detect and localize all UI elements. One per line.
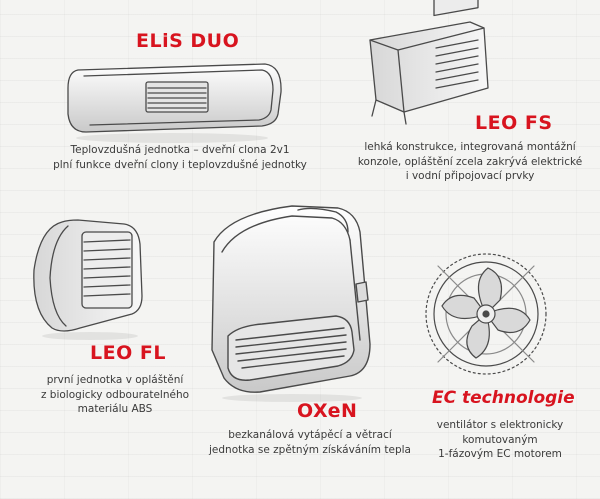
cube-heater-sketch-icon	[369, 0, 489, 125]
description-line: konzole, opláštění zcela zakrývá elektri…	[357, 155, 583, 168]
description-line: 1-fázovým EC motorem	[438, 448, 562, 460]
ec-fan-sketch-icon	[425, 253, 547, 375]
description-line: i vodní připojovací prvky	[405, 170, 535, 182]
description-line: lehká konstrukce, integrovaná montážní	[364, 141, 576, 153]
product-title-oxen: OXeN	[297, 400, 358, 422]
product-title-ec-technologie: EC technologie	[432, 388, 575, 408]
description-line: první jednotka v opláštění	[46, 374, 184, 386]
description-line: Teplovzdušná jednotka – dveřní clona 2v1	[70, 144, 290, 156]
description-line: ventilátor s elektronicky	[436, 419, 564, 431]
description-line: bezkanálová vytápěcí a větrací	[228, 429, 392, 441]
door-air-curtain-sketch-icon	[67, 63, 282, 143]
product-title-leo-fl: LEO FL	[90, 342, 166, 364]
description-line: materiálu ABS	[77, 403, 153, 415]
description-line: jednotka se zpětným získáváním tepla	[209, 443, 411, 456]
description-line: z biologicky odbouratelného	[40, 388, 190, 401]
product-description-ec-technologie: ventilátor s elektronicky komutovaným 1-…	[410, 418, 590, 462]
product-title-leo-fs: LEO FS	[475, 112, 553, 134]
product-description-elis-duo: Teplovzdušná jednotka – dveřní clona 2v1…	[20, 143, 340, 172]
rounded-heater-sketch-icon	[33, 219, 143, 340]
product-description-oxen: bezkanálová vytápěcí a větrací jednotka …	[196, 428, 424, 457]
product-description-leo-fl: první jednotka v opláštění z biologicky …	[10, 373, 220, 417]
product-description-leo-fs: lehká konstrukce, integrovaná montážní k…	[340, 140, 600, 184]
ductless-ventilation-unit-sketch-icon	[211, 205, 371, 402]
description-line: plní funkce dveřní clony i teplovzdušné …	[53, 158, 307, 171]
product-title-elis-duo: ELiS DUO	[136, 30, 240, 52]
description-line: komutovaným	[462, 433, 538, 446]
